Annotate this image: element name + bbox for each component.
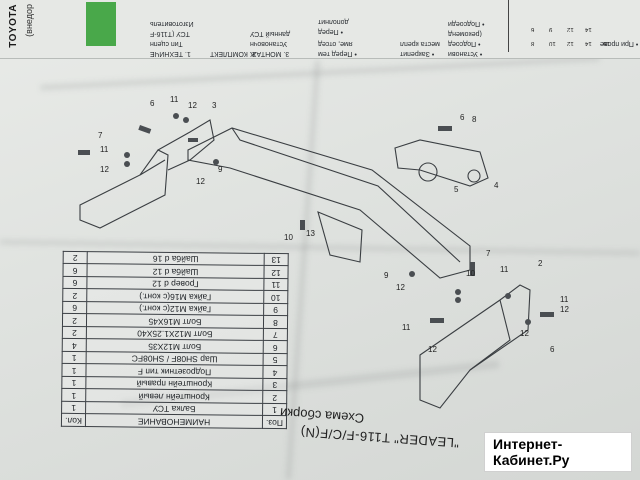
row-qty: 1 — [62, 363, 87, 377]
row-pos: 7 — [263, 328, 288, 342]
row-name: Шар SH08F / SH08FC — [86, 351, 264, 366]
header-name: НАИМЕНОВАНИЕ — [85, 414, 263, 429]
towbar-beam-edge — [231, 127, 461, 263]
row-qty: 6 — [63, 276, 87, 290]
diagram-label: 7 — [98, 131, 103, 140]
diagram-label: 2 — [538, 259, 543, 268]
towbar-beam — [187, 127, 471, 279]
row-pos: 5 — [263, 353, 288, 367]
diagram-label: 12 — [428, 345, 437, 354]
row-name: Кронштейн левый — [85, 389, 263, 404]
diagram-label: 11 — [500, 265, 509, 274]
row-name: Шайба d 12 — [86, 264, 265, 279]
diagram-label: 12 — [520, 329, 529, 338]
green-highlight-box — [86, 2, 116, 46]
diagram-label: 8 — [472, 115, 477, 124]
row-qty: 2 — [62, 326, 87, 340]
diagram-label: 6 — [150, 99, 155, 108]
row-qty: 1 — [61, 388, 86, 402]
diagram-label: 12 — [100, 165, 109, 174]
row-qty: 4 — [62, 338, 87, 352]
badge-line-2: Кабинет.Ру — [493, 452, 570, 468]
diagram-label: 12 — [396, 283, 405, 292]
row-pos: 10 — [263, 290, 288, 304]
row-name: Балка ТСУ — [85, 401, 263, 416]
diagram-label: 5 — [454, 185, 459, 194]
diagram-label: 9 — [384, 271, 389, 280]
diagram-label: 7 — [486, 249, 491, 258]
watermark-badge: Интернет- Кабинет.Ру — [484, 432, 632, 472]
row-name: Подрозетник тип F — [85, 364, 264, 379]
row-qty: 2 — [62, 288, 87, 302]
row-name: Гайка M16(с конт.) — [86, 289, 264, 304]
diagram-label: 11 — [170, 95, 179, 104]
row-pos: 12 — [263, 265, 289, 279]
socket-plate — [394, 139, 489, 187]
left-bracket — [79, 149, 169, 229]
diagram-label: 11 — [100, 145, 109, 154]
tow-ball — [418, 162, 438, 182]
row-qty: 2 — [63, 251, 88, 265]
diagram-label: 10 — [466, 269, 475, 278]
row-name: Болт M12Х1.25Х40 — [86, 326, 264, 341]
diagram-label: 3 — [212, 101, 217, 110]
row-pos: 3 — [262, 378, 287, 392]
row-name: Гайка M12(с конт.) — [86, 301, 264, 316]
row-qty: 1 — [61, 376, 86, 390]
row-pos: 6 — [263, 340, 288, 354]
center-hanger — [317, 211, 363, 263]
torque-mini-table: 8 10 12 14 16 6 9 12 14 — [508, 0, 621, 52]
row-name: Болт M12Х35 — [86, 339, 264, 354]
header-qty: Кол. — [61, 413, 86, 427]
row-qty: 6 — [63, 263, 88, 277]
row-qty: 6 — [62, 301, 87, 315]
diagram-label: 9 — [218, 165, 223, 174]
row-pos: 13 — [264, 253, 289, 267]
row-qty: 1 — [62, 351, 87, 365]
diagram-label: 11 — [402, 323, 411, 332]
row-pos: 11 — [263, 278, 288, 292]
row-qty: 1 — [61, 401, 86, 415]
row-name: Болт M16Х45 — [86, 314, 264, 329]
diagram-label: 4 — [494, 181, 499, 190]
diagram-label: 11 — [560, 295, 569, 304]
diagram-label: 6 — [460, 113, 465, 122]
row-name: Кронштейн правый — [85, 376, 263, 391]
row-name: Шайба d 16 — [87, 251, 265, 266]
diagram-label: 12 — [188, 101, 197, 110]
table-header-row: Поз. НАИМЕНОВАНИЕ Кол. — [61, 413, 287, 429]
diagram-label: 12 — [560, 305, 569, 314]
row-pos: 8 — [263, 315, 288, 329]
badge-line-1: Интернет- — [493, 436, 563, 452]
diagram-label: 12 — [196, 177, 205, 186]
diagram-label: 6 — [550, 345, 555, 354]
left-bracket-plate — [157, 119, 215, 171]
document-top-strip: TOYOTA (внедор 1. ТЕХНИЧЕ Тип сцепн ТСУ … — [0, 0, 640, 59]
row-qty: 2 — [62, 313, 87, 327]
row-pos: 9 — [263, 303, 288, 317]
diagram-label: 10 — [284, 233, 293, 242]
row-pos: 4 — [262, 365, 288, 379]
diagram-label: 13 — [306, 229, 315, 238]
row-pos: 2 — [262, 390, 287, 404]
row-name: Гровер d 12 — [86, 276, 264, 291]
